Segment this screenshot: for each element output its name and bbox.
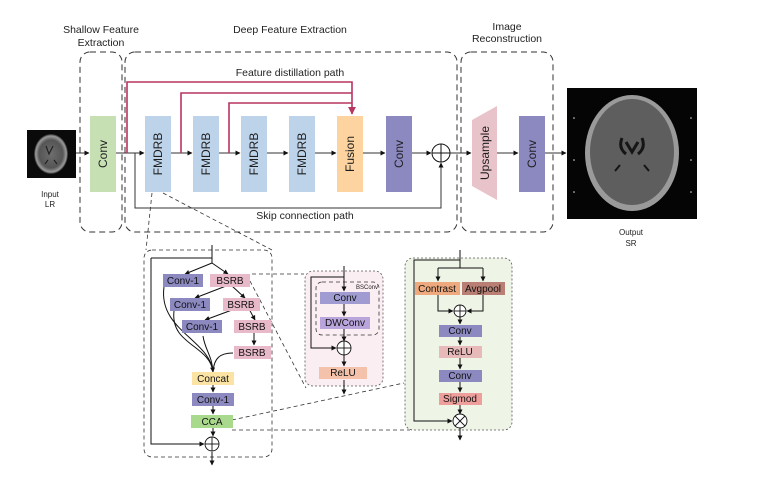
cca-conv-label-1: Conv — [448, 326, 471, 337]
fmdrb-bsrb-label-1: BSRB — [216, 276, 244, 287]
fmdrb-bsrb-label-4: BSRB — [238, 348, 266, 359]
stage-title-recon-line1: Image — [492, 21, 521, 33]
input-lr-image — [27, 130, 76, 178]
shallow-conv-label: Conv — [96, 140, 110, 168]
cca-contrast-label: Contrast — [418, 284, 456, 295]
fmdrb-label-1: FMDRB — [151, 133, 165, 176]
cca-contrast-block — [415, 282, 460, 295]
cca-relu-label: ReLU — [447, 347, 473, 358]
bsrb-detail-arrows — [310, 266, 347, 395]
bsconv-subpanel — [315, 281, 380, 336]
cca-avgpool-label: Avgpool — [465, 284, 501, 295]
bsrb-relu-label: ReLU — [330, 368, 356, 379]
upsample-label: Upsample — [478, 126, 492, 180]
cca-add-icon — [453, 304, 467, 318]
bsconv-label: BSConv — [356, 285, 378, 291]
recon-stage-box — [460, 51, 554, 233]
output-label-line1: Output — [619, 228, 644, 237]
fusion-label: Fusion — [343, 136, 357, 172]
fmdrb-concat-label: Concat — [197, 374, 229, 385]
shallow-conv-block — [90, 116, 116, 192]
skip-connection-line — [134, 153, 444, 209]
fmdrb-conv1-block-2 — [170, 298, 210, 311]
cca-relu-block — [439, 346, 482, 358]
fmdrb-conv1-after-block — [192, 393, 234, 406]
upsample-block — [472, 106, 497, 200]
stage-title-recon-line2: Reconstruction — [472, 33, 542, 45]
fmdrb-label-2: FMDRB — [199, 133, 213, 176]
fmdrb-conv1-label-1: Conv-1 — [167, 276, 200, 287]
cca-sigmoid-label: Sigmod — [443, 394, 477, 405]
fmdrb-bsrb-label-2: BSRB — [227, 300, 255, 311]
output-label-line2: SR — [625, 239, 636, 248]
fmdrb-conv1-block-3 — [182, 320, 222, 333]
residual-add-icon — [431, 143, 451, 163]
recon-conv-block — [519, 116, 545, 192]
bsrb-relu-block — [319, 367, 367, 379]
stage-title-deep: Deep Feature Extraction — [233, 24, 347, 36]
cca-avgpool-block — [462, 282, 505, 295]
fmdrb-block-4 — [289, 116, 315, 192]
fmdrb-label-4: FMDRB — [295, 133, 309, 176]
bsrb-add-icon — [336, 340, 352, 356]
fmdrb-conv1-block-1 — [163, 274, 203, 287]
shallow-stage-box — [79, 51, 123, 233]
cca-detail-arrows — [413, 250, 486, 441]
fmdrb-detail-panel — [143, 249, 273, 458]
cca-conv-block-2 — [439, 370, 482, 382]
cca-multiply-icon — [452, 413, 468, 429]
deep-conv-label: Conv — [392, 140, 406, 168]
fmdrb-bsrb-block-2 — [223, 298, 260, 311]
zoom-connectors — [145, 192, 410, 431]
feature-distillation-label: Feature distillation path — [236, 67, 345, 79]
stage-title-shallow-line1: Shallow Feature — [63, 24, 139, 36]
input-label-line2: LR — [45, 200, 55, 209]
fmdrb-cca-label: CCA — [201, 417, 222, 428]
fmdrb-conv1-label-2: Conv-1 — [174, 300, 207, 311]
recon-conv-label: Conv — [525, 140, 539, 168]
bsrb-dwconv-label: DWConv — [325, 318, 365, 329]
cca-sigmoid-block — [439, 393, 482, 405]
fusion-block — [337, 116, 363, 192]
cca-conv-block-1 — [439, 325, 482, 337]
input-label-line1: Input — [41, 190, 60, 199]
fmdrb-bsrb-label-3: BSRB — [238, 322, 266, 333]
bsrb-conv-block — [320, 292, 370, 304]
fmdrb-detail-arrows — [150, 245, 257, 466]
fmdrb-cca-block — [191, 415, 233, 428]
fmdrb-block-3 — [241, 116, 267, 192]
output-sr-image — [567, 88, 697, 219]
skip-connection-label: Skip connection path — [256, 210, 354, 222]
deep-conv-block — [386, 116, 412, 192]
fmdrb-bsrb-block-4 — [234, 346, 271, 359]
fmdrb-concat-block — [192, 372, 234, 385]
deep-stage-box — [124, 51, 458, 233]
fmdrb-block-2 — [193, 116, 219, 192]
fmdrb-bsrb-block-3 — [234, 320, 271, 333]
fmdrb-conv1-after-label: Conv-1 — [197, 395, 230, 406]
fmdrb-bsrb-block-1 — [210, 274, 250, 287]
bsrb-conv-label: Conv — [333, 293, 356, 304]
fmdrb-label-3: FMDRB — [247, 133, 261, 176]
fmdrb-conv1-label-3: Conv-1 — [186, 322, 219, 333]
bsrb-dwconv-block — [320, 317, 370, 329]
cca-conv-label-2: Conv — [448, 371, 471, 382]
fmdrb-add-icon — [204, 436, 220, 452]
stage-title-shallow-line2: Extraction — [78, 37, 125, 49]
feature-distillation-lines — [126, 81, 356, 153]
fmdrb-block-1 — [145, 116, 171, 192]
